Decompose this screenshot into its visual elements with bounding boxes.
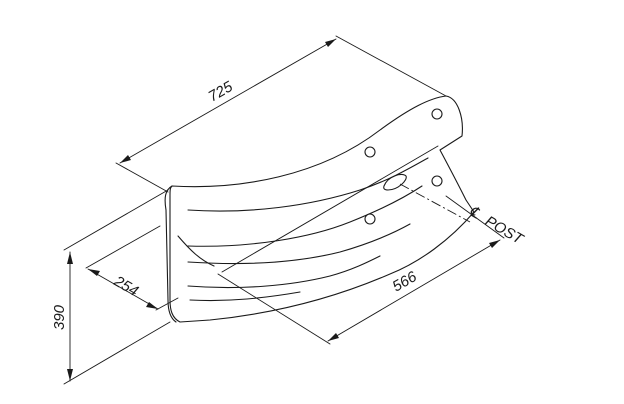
- bolt-hole-1: [431, 108, 443, 120]
- bolt-hole-3: [431, 175, 443, 187]
- flute-ridge-1: [187, 157, 429, 212]
- dimension-depth: 254: [85, 225, 179, 311]
- flute-ridge-4: [187, 255, 381, 289]
- dimension-overall-length: 725: [115, 35, 447, 193]
- dimension-post-offset: 566: [217, 195, 505, 345]
- post-centerline-symbol: ℄: [466, 203, 483, 223]
- terminal-body: [164, 95, 475, 323]
- dim-390-label: 390: [51, 304, 68, 330]
- flute-ridge-5: [189, 291, 301, 302]
- post-label: POST: [482, 213, 527, 249]
- bolt-hole-2: [364, 146, 376, 158]
- dim-725-label: 725: [206, 78, 237, 106]
- bolt-hole-4: [364, 213, 376, 225]
- terminal-outline: [169, 95, 475, 323]
- flute-ridge-3: [187, 223, 411, 265]
- dimension-height: 390: [51, 189, 171, 385]
- mounting-slot: [383, 173, 407, 191]
- end-inner-curve: [177, 235, 215, 267]
- dim-254-label: 254: [110, 272, 141, 300]
- flute-ridge-2: [187, 185, 423, 247]
